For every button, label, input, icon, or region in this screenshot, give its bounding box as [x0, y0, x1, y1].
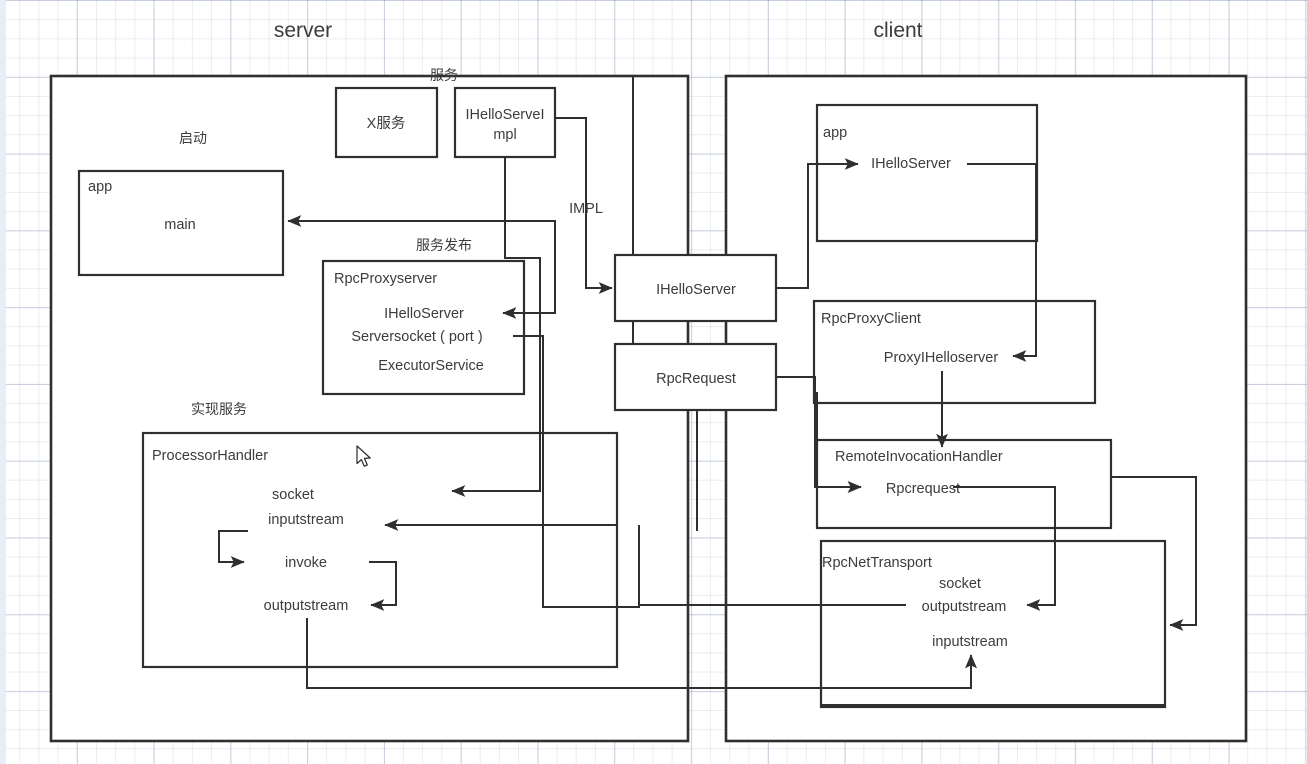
connector-rpcproxyclient-to-rpcrequest: [816, 392, 862, 493]
connector-rpcrequest-to-nettransport-outputstream: [953, 486, 1056, 611]
box-processor-handler-row-3: outputstream: [264, 598, 349, 614]
connector-impl-to-processor-socket: [451, 157, 541, 497]
connector-impl-to-bridge-ihelloserver: [555, 117, 613, 294]
connector-publish-to-rpcproxyserver-ihelloserver: [502, 241, 556, 319]
box-remote-invocation-handler-title: RemoteInvocationHandler: [835, 449, 1003, 465]
connector-invoke-to-outputstream: [369, 561, 397, 611]
connector-inputstream-to-invoke: [218, 530, 248, 568]
box-processor-handler-row-1: inputstream: [268, 512, 344, 528]
box-client-app-interface: IHelloServer: [871, 156, 951, 172]
box-rpc-proxy-client-title: RpcProxyClient: [821, 311, 921, 327]
box-bridge-ihelloserver-label: IHelloServer: [656, 282, 736, 298]
box-rpc-proxy-server-row-1: Serversocket ( port ): [351, 329, 482, 345]
box-rpc-net-transport-row-0: socket: [939, 576, 981, 592]
connector-return-path-right: [1111, 476, 1197, 631]
box-rpc-proxy-client[interactable]: [812, 299, 1097, 405]
box-processor-handler-row-0: socket: [272, 487, 314, 503]
box-server-app-title: app: [88, 179, 112, 195]
box-rpc-proxy-server-row-2: ExecutorService: [378, 358, 484, 374]
box-ihelloserver-impl-label-1: IHelloServeI: [466, 107, 545, 123]
box-server-app[interactable]: [77, 169, 285, 277]
box-remote-invocation-handler-row-0: Rpcrequest: [886, 481, 960, 497]
box-client-app[interactable]: [815, 103, 1039, 243]
box-rpc-proxy-server-row-0: IHelloServer: [384, 306, 464, 322]
server-title: server: [274, 19, 332, 42]
annotation-startup: 启动: [179, 130, 207, 146]
box-ihelloserver-impl-label-2: mpl: [493, 127, 516, 143]
connector-serversocket-path: [513, 335, 640, 608]
box-client-app-title: app: [823, 125, 847, 141]
client-title: client: [873, 19, 922, 42]
box-rpc-net-transport-title: RpcNetTransport: [822, 555, 932, 571]
box-remote-invocation-handler[interactable]: [815, 438, 1113, 530]
connector-rpcproxyserver-to-app-main: [287, 215, 556, 241]
box-x-service[interactable]: [334, 86, 439, 159]
box-rpc-net-transport[interactable]: [819, 539, 1167, 709]
box-processor-handler-title: ProcessorHandler: [152, 448, 268, 464]
annotation-implement: 实现服务: [191, 401, 247, 417]
box-rpc-net-transport-row-2: inputstream: [932, 634, 1008, 650]
box-rpc-net-transport-row-1: outputstream: [922, 599, 1007, 615]
box-ihelloserver-impl[interactable]: [453, 86, 557, 159]
canvas-left-gutter: [0, 0, 6, 764]
box-server-app-main: main: [164, 217, 195, 233]
annotation-publish: 服务发布: [416, 237, 472, 253]
box-rpc-proxy-server[interactable]: [321, 259, 526, 396]
box-bridge-ihelloserver[interactable]: [613, 253, 778, 323]
annotation-service: 服务: [430, 67, 458, 83]
box-processor-handler[interactable]: [141, 431, 619, 669]
box-bridge-rpcrequest[interactable]: [613, 342, 778, 412]
box-rpc-proxy-server-title: RpcProxyserver: [334, 271, 437, 287]
box-rpc-proxy-client-row-0: ProxyIHelloserver: [884, 350, 999, 366]
box-processor-handler-row-2: invoke: [285, 555, 327, 571]
box-x-service-label: X服务: [367, 115, 406, 132]
connector-bridge-to-client-app-ihelloserver: [776, 158, 859, 289]
connector-client-app-to-proxyihelloserver: [967, 163, 1037, 362]
mouse-pointer-icon: [356, 445, 371, 467]
box-bridge-rpcrequest-label: RpcRequest: [656, 371, 736, 387]
